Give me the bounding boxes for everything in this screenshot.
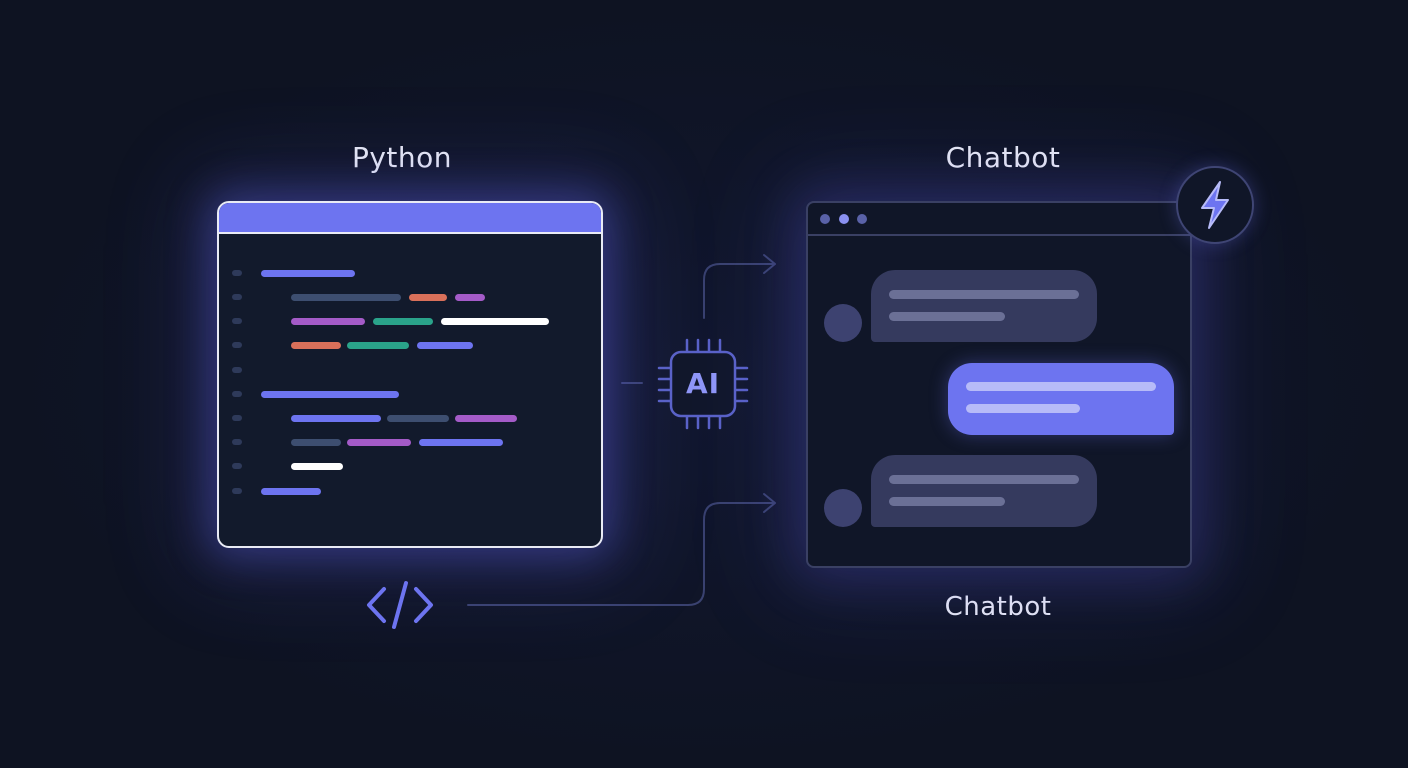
- cpu-chip-icon: [657, 338, 749, 430]
- line-marker: [232, 367, 242, 373]
- window-dot: [820, 214, 830, 224]
- code-token: [291, 318, 365, 325]
- bot-avatar: [824, 304, 862, 342]
- code-token: [291, 463, 343, 470]
- message-line: [889, 290, 1079, 299]
- code-token: [417, 342, 473, 349]
- message-line: [966, 404, 1080, 413]
- ai-chip: AI: [655, 336, 751, 432]
- code-token: [291, 294, 401, 301]
- code-token: [455, 294, 485, 301]
- code-token: [261, 391, 399, 398]
- code-token: [347, 342, 409, 349]
- line-marker: [232, 391, 242, 397]
- code-token: [261, 270, 355, 277]
- code-editor-window: [217, 201, 603, 548]
- line-marker: [232, 463, 242, 469]
- message-line: [966, 382, 1156, 391]
- ai-chip-label: AI: [685, 367, 721, 400]
- line-marker: [232, 415, 242, 421]
- code-token: [455, 415, 517, 422]
- code-token: [409, 294, 447, 301]
- incoming-message-bubble: [871, 270, 1097, 342]
- code-token: [347, 439, 411, 446]
- code-token: [373, 318, 433, 325]
- lightning-bolt-icon: [1201, 181, 1229, 229]
- code-brackets-icon: [367, 581, 433, 629]
- editor-titlebar: [219, 203, 601, 234]
- chatbot-caption: Chatbot: [944, 592, 1052, 622]
- code-token: [291, 342, 341, 349]
- window-dot: [839, 214, 849, 224]
- chatbot-window: [806, 201, 1192, 568]
- outgoing-message-bubble: [948, 363, 1174, 435]
- code-token: [419, 439, 503, 446]
- code-token: [441, 318, 549, 325]
- bot-avatar: [824, 489, 862, 527]
- message-line: [889, 497, 1005, 506]
- line-marker: [232, 439, 242, 445]
- chat-window-titlebar: [808, 203, 1190, 236]
- line-marker: [232, 270, 242, 276]
- chatbot-title: Chatbot: [945, 141, 1061, 174]
- line-marker: [232, 488, 242, 494]
- message-line: [889, 475, 1079, 484]
- python-title: Python: [351, 141, 453, 174]
- lightning-badge: [1176, 166, 1254, 244]
- incoming-message-bubble: [871, 455, 1097, 527]
- code-token: [291, 439, 341, 446]
- code-token: [261, 488, 321, 495]
- window-dot: [857, 214, 867, 224]
- line-marker: [232, 294, 242, 300]
- code-token: [291, 415, 381, 422]
- line-marker: [232, 318, 242, 324]
- code-token: [387, 415, 449, 422]
- message-line: [889, 312, 1005, 321]
- line-marker: [232, 342, 242, 348]
